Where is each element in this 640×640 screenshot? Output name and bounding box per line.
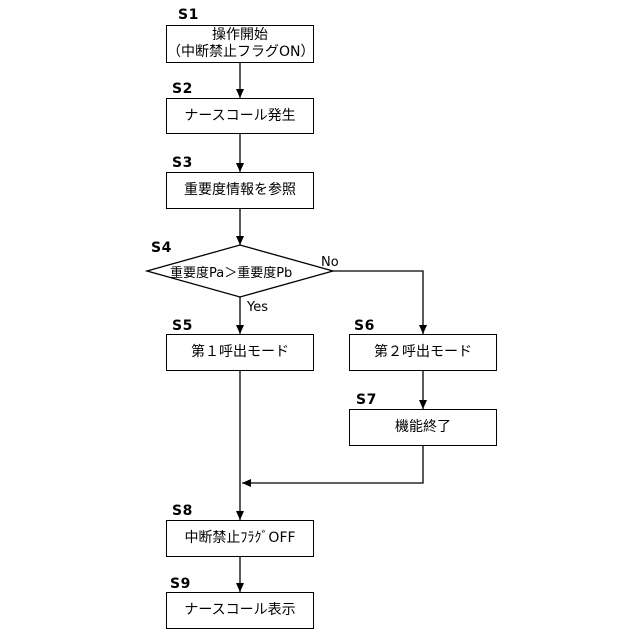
- decision-text-s4: 重要度Pa＞重要度Pb: [170, 262, 292, 281]
- process-box-s5: 第１呼出モード: [166, 334, 314, 371]
- process-box-s1: 操作開始 （中断禁止フラグON）: [166, 25, 314, 63]
- step-label-s2: S2: [172, 81, 193, 97]
- process-box-s9: ナースコール表示: [166, 592, 314, 629]
- process-text-s2: ナースコール発生: [184, 108, 295, 125]
- process-text-s3: 重要度情報を参照: [184, 182, 296, 199]
- step-label-s6: S6: [354, 318, 375, 334]
- process-text-s1-line2: （中断禁止フラグON）: [167, 44, 313, 61]
- process-box-s3: 重要度情報を参照: [166, 172, 314, 209]
- process-text-s7: 機能終了: [395, 419, 451, 436]
- branch-label-no: No: [321, 255, 339, 270]
- step-label-s5: S5: [172, 318, 193, 334]
- step-label-s7: S7: [356, 392, 377, 408]
- process-text-s5: 第１呼出モード: [191, 344, 289, 361]
- process-text-s6: 第２呼出モード: [374, 344, 472, 361]
- process-box-s6: 第２呼出モード: [349, 334, 497, 371]
- process-text-s9: ナースコール表示: [184, 602, 295, 619]
- step-label-s9: S9: [170, 576, 191, 592]
- process-box-s8: 中断禁止ﾌﾗｸﾞOFF: [166, 520, 314, 557]
- branch-label-yes: Yes: [247, 300, 268, 315]
- process-text-s8: 中断禁止ﾌﾗｸﾞOFF: [184, 530, 295, 547]
- step-label-s8: S8: [172, 503, 193, 519]
- step-label-s3: S3: [172, 155, 193, 171]
- process-text-s1-line1: 操作開始: [212, 27, 268, 44]
- process-box-s7: 機能終了: [349, 409, 497, 446]
- step-label-s4: S4: [151, 240, 172, 256]
- process-box-s2: ナースコール発生: [166, 98, 314, 134]
- arrow-s7-merge: [242, 446, 423, 483]
- arrow-s4-s6: [333, 271, 423, 334]
- step-label-s1: S1: [178, 7, 199, 23]
